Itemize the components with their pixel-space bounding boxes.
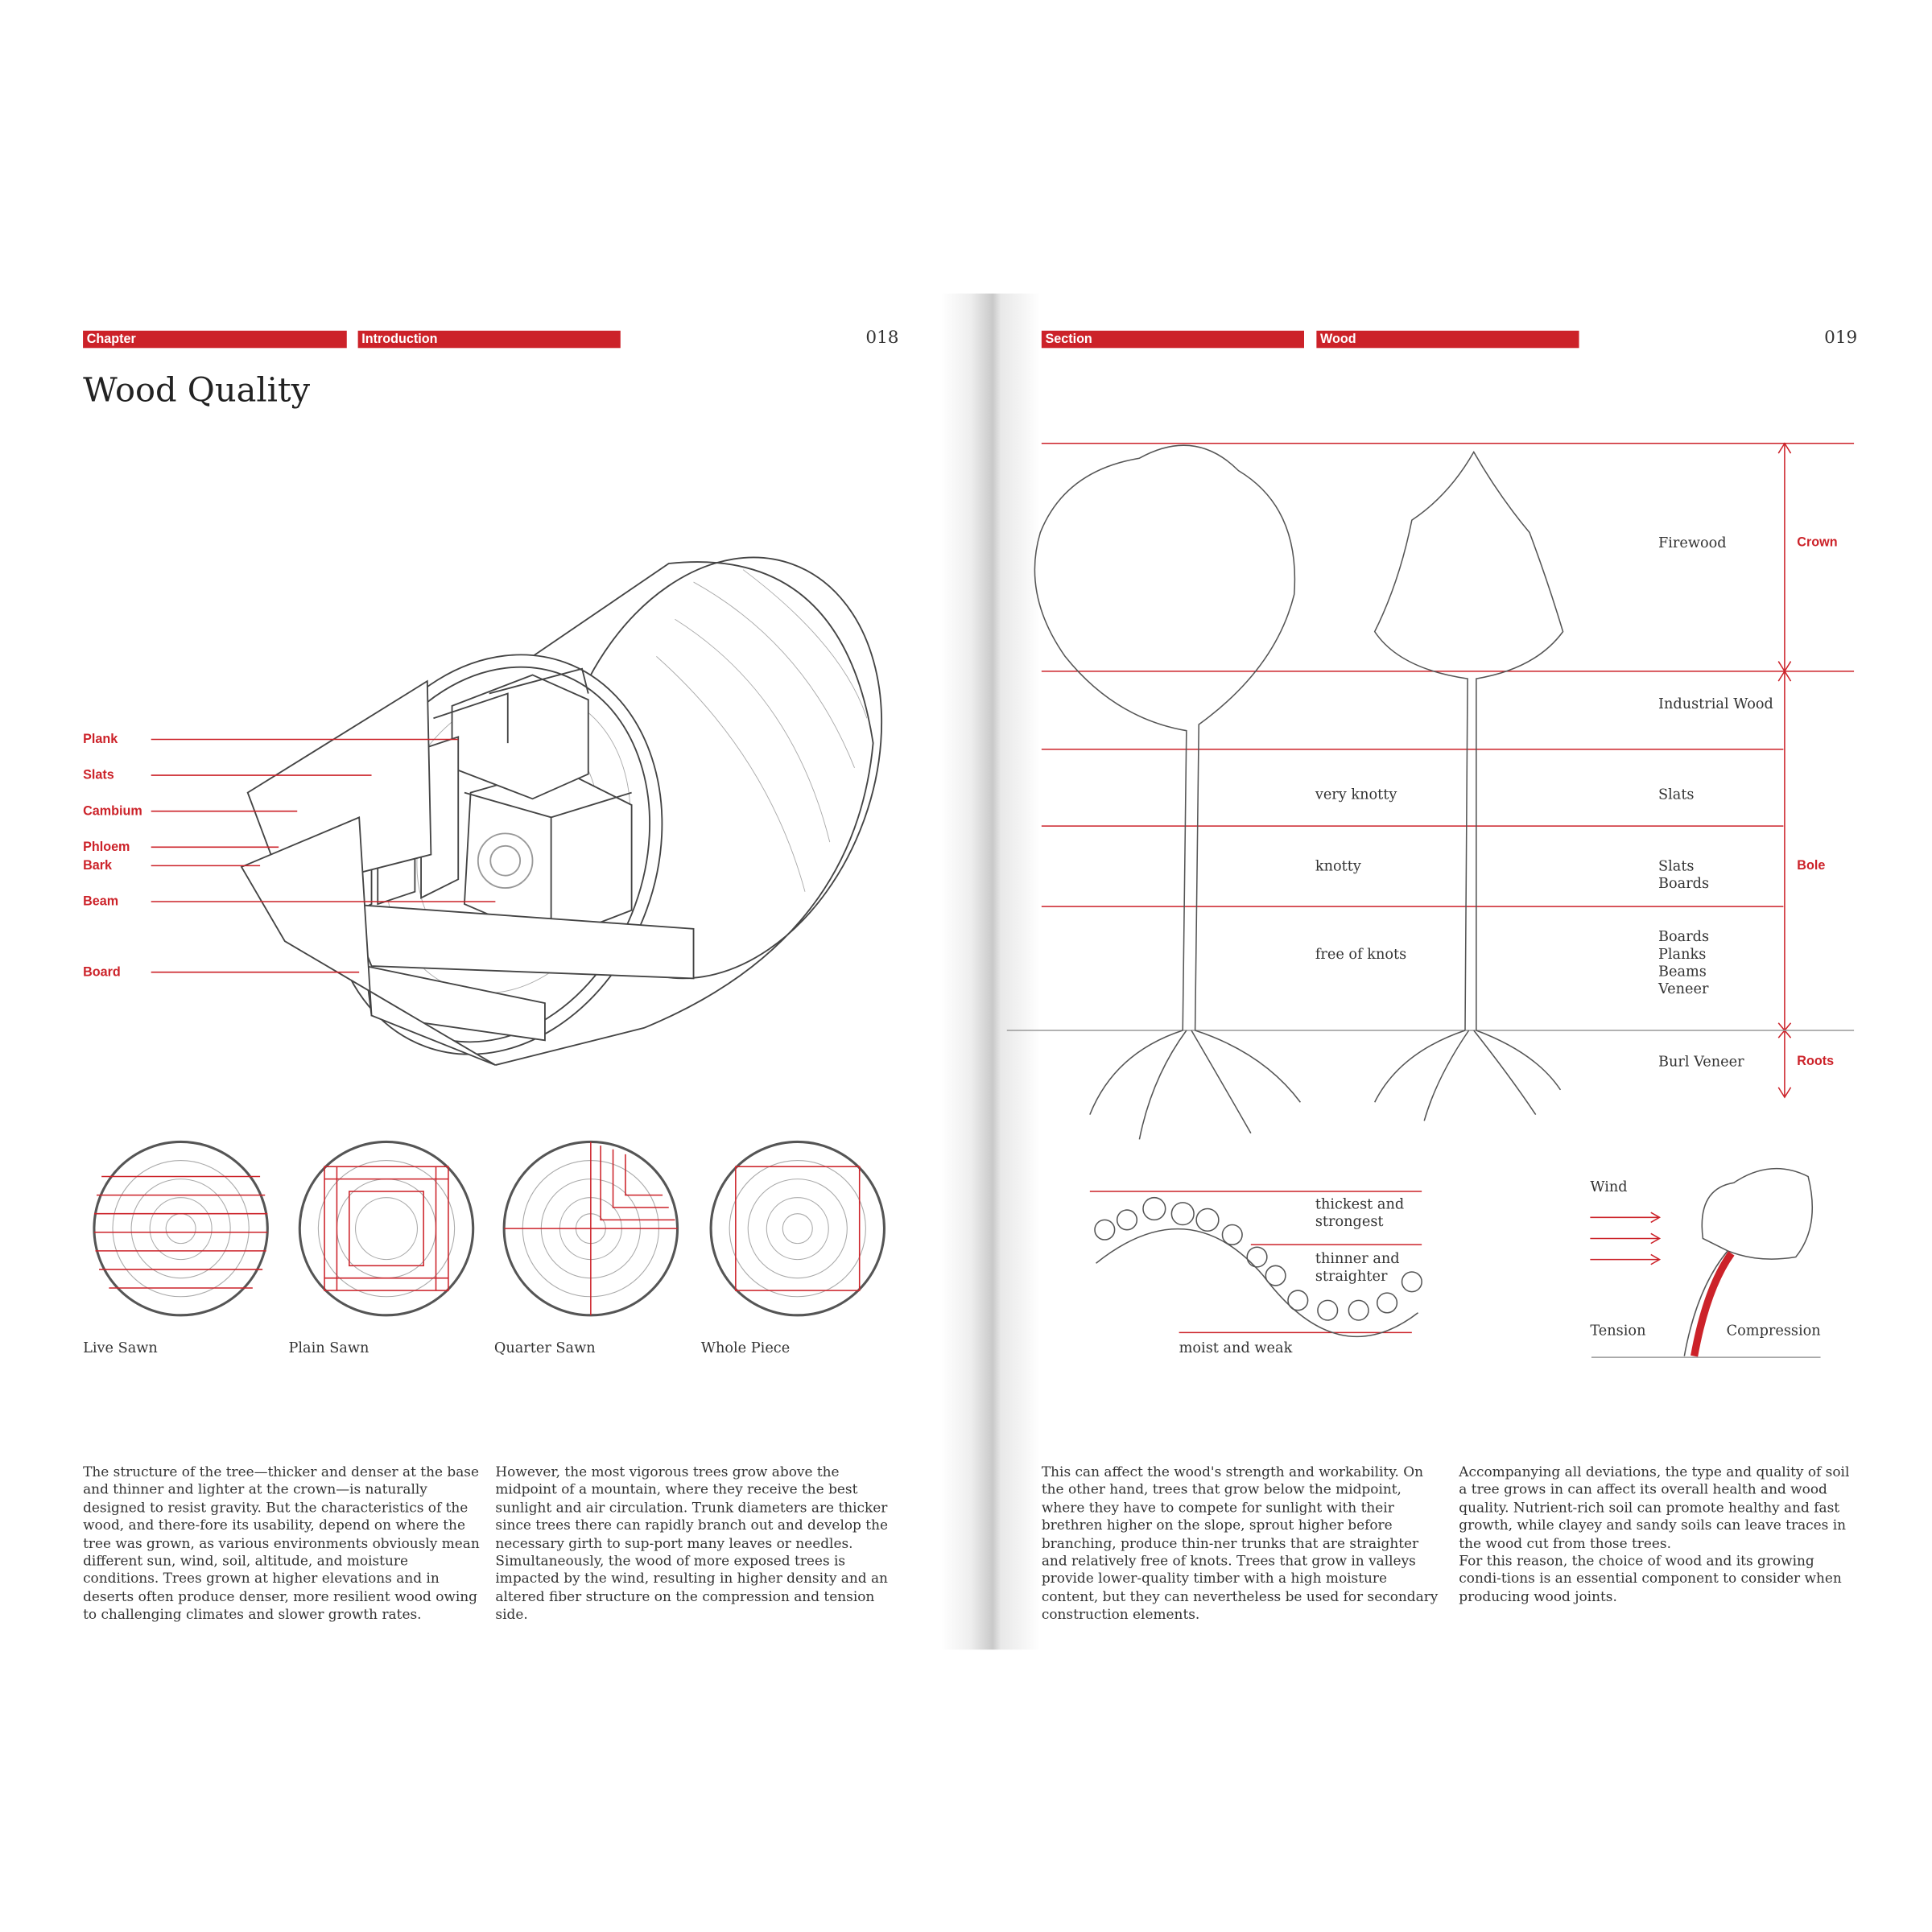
slope-diagram <box>1089 1191 1422 1338</box>
section-name-tag: Wood <box>1316 330 1579 349</box>
label-line: straighter <box>1315 1266 1388 1285</box>
paragraph: However, the most vigorous trees grow ab… <box>495 1463 888 1623</box>
knots-knotty: knotty <box>1315 857 1361 875</box>
section-tag: Section <box>1041 330 1304 349</box>
book-gutter-shadow <box>941 293 1041 1650</box>
use-line: Beams <box>1657 962 1707 980</box>
caption-quarter-sawn: Quarter Sawn <box>493 1339 596 1356</box>
use-line: Slats <box>1657 857 1695 875</box>
use-line: Boards <box>1657 927 1710 945</box>
chapter-tag: Chapter <box>83 330 347 349</box>
label-line: thinner and <box>1315 1249 1400 1267</box>
page-title: Wood Quality <box>83 371 311 411</box>
use-line: Boards <box>1657 874 1710 892</box>
knots-very-knotty: very knotty <box>1315 785 1397 803</box>
caption-live-sawn: Live Sawn <box>83 1339 158 1356</box>
log-label-leaders <box>151 738 496 973</box>
cut-plain-sawn <box>298 1140 475 1317</box>
deciduous-tree <box>1034 444 1301 1140</box>
paragraph: The structure of the tree—thicker and de… <box>83 1463 480 1623</box>
page-number-right: 019 <box>1824 328 1858 349</box>
paragraph: For this reason, the choice of wood and … <box>1459 1553 1842 1605</box>
cut-whole-piece <box>709 1140 886 1317</box>
zone-roots: Roots <box>1797 1054 1835 1069</box>
label-line: strongest <box>1315 1212 1384 1230</box>
label-line: thickest and <box>1315 1195 1405 1213</box>
wind-label: Wind <box>1590 1178 1628 1195</box>
cut-live-sawn <box>93 1140 269 1317</box>
use-slats: Slats <box>1657 785 1695 803</box>
body-text-col-1: The structure of the tree—thicker and de… <box>83 1463 487 1624</box>
conifer-tree <box>1373 450 1564 1121</box>
caption-whole-piece: Whole Piece <box>700 1339 791 1356</box>
knots-free: free of knots <box>1315 944 1407 963</box>
label-bark: Bark <box>83 858 113 873</box>
use-industrial: Industrial Wood <box>1657 695 1773 712</box>
label-beam: Beam <box>83 894 119 910</box>
log-illustration <box>240 556 883 1066</box>
body-text-col-4: Accompanying all deviations, the type an… <box>1459 1463 1857 1606</box>
body-text-col-3: This can affect the wood's strength and … <box>1042 1463 1440 1624</box>
zone-crown: Crown <box>1797 535 1838 551</box>
compression-label: Compression <box>1726 1321 1821 1340</box>
use-line: Veneer <box>1657 979 1709 997</box>
wind-diagram <box>1590 1167 1821 1358</box>
wind-arrows <box>1590 1212 1662 1265</box>
label-cambium: Cambium <box>83 803 142 819</box>
tension-label: Tension <box>1590 1321 1646 1340</box>
body-text-col-2: However, the most vigorous trees grow ab… <box>495 1463 899 1624</box>
paragraph: Accompanying all deviations, the type an… <box>1459 1463 1850 1552</box>
use-burl: Burl Veneer <box>1657 1052 1744 1071</box>
height-zone-lines <box>1041 442 1855 1099</box>
label-slats: Slats <box>83 767 114 783</box>
use-line: Planks <box>1657 944 1707 963</box>
cut-quarter-sawn <box>502 1140 679 1317</box>
use-firewood: Firewood <box>1657 534 1727 551</box>
page-number-left: 018 <box>865 328 899 349</box>
label-board: Board <box>83 964 121 980</box>
slope-bottom-label: moist and weak <box>1179 1339 1293 1356</box>
label-plank: Plank <box>83 732 118 747</box>
use-free-list: Boards Planks Beams Veneer <box>1658 927 1709 997</box>
paragraph: This can affect the wood's strength and … <box>1041 1463 1439 1623</box>
label-phloem: Phloem <box>83 840 130 855</box>
zone-bole: Bole <box>1797 858 1826 873</box>
caption-plain-sawn: Plain Sawn <box>288 1339 369 1356</box>
chapter-name-tag: Introduction <box>357 330 621 349</box>
